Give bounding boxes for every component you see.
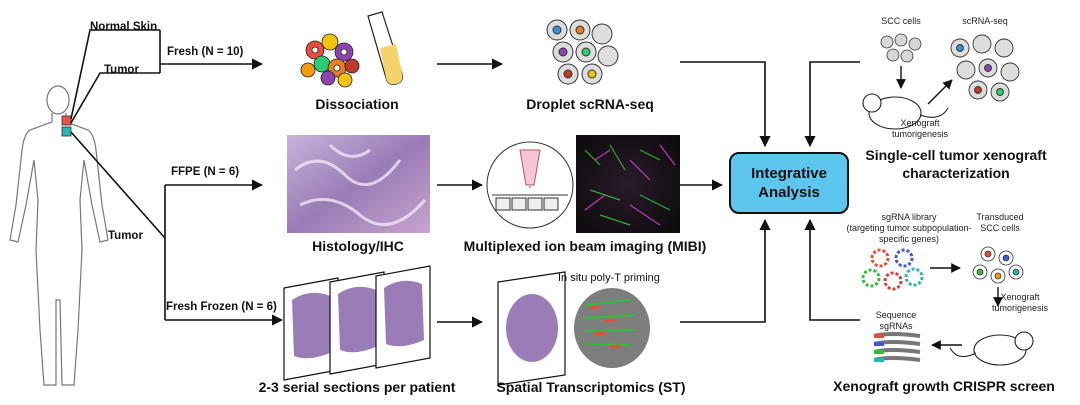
patient-branch-lines (70, 29, 284, 326)
tumor-marker-red (61, 115, 72, 126)
ion-beam-icon (486, 141, 574, 229)
mibi-signal-texture (584, 144, 676, 226)
single-cell-xenograft-title-line-1: Single-cell tumor xenograft (865, 147, 1047, 163)
sgrna-library-icon (861, 248, 924, 291)
xenograft-tumorigenesis-label-top: Xenograft tumorigenesis (892, 118, 948, 140)
spatial-slide-icon (497, 271, 650, 386)
arrow-mouse-to-scrna (927, 79, 953, 105)
xenograft-tumorigenesis-line-2: tumorigenesis (891, 129, 949, 139)
spatial-transcriptomics-title: Spatial Transcriptomics (ST) (496, 379, 686, 395)
transduced-line-1: Transduced (976, 212, 1024, 222)
normal-skin-label: Normal Skin (90, 21, 158, 33)
transduced-cells-label: Transduced SCC cells (976, 212, 1023, 234)
integrative-analysis-box: Integrative Analysis (729, 152, 849, 214)
single-cell-xenograft-title: Single-cell tumor xenograft characteriza… (865, 146, 1046, 182)
mibi-title: Multiplexed ion beam imaging (MIBI) (463, 238, 707, 254)
tumor-label-top: Tumor (104, 64, 139, 76)
histology-texture (294, 143, 427, 227)
dissociated-cells-icon (300, 33, 360, 88)
crispr-tumorigenesis-line-2: tumorigenesis (991, 303, 1049, 313)
ffpe-branch-label: FFPE (N = 6) (171, 166, 240, 178)
serial-sections-icon (283, 265, 431, 381)
crispr-tumorigenesis-line-1: Xenograft (1000, 292, 1040, 302)
insitu-priming-label: In situ poly-T priming (558, 272, 660, 284)
sequence-line-2: sgRNAs (879, 321, 913, 331)
flow-arrows (437, 58, 860, 328)
scc-cells-icon (880, 33, 922, 63)
crispr-screen-title: Xenograft growth CRISPR screen (833, 378, 1055, 394)
test-tube-icon (367, 11, 403, 85)
transduced-cells-icon (972, 246, 1024, 284)
serial-sections-title: 2-3 serial sections per patient (258, 379, 456, 395)
hub-line-1: Integrative (751, 165, 827, 182)
single-cell-xenograft-title-line-2: characterization (902, 165, 1010, 181)
sgrna-library-label: sgRNA library (targeting tumor subpopula… (846, 212, 971, 245)
mouse-icon-2 (949, 331, 1034, 366)
droplet-cells-icon (546, 19, 619, 85)
mibi-image (576, 135, 680, 233)
fresh-frozen-branch-label: Fresh Frozen (N = 6) (166, 301, 277, 313)
tumor-marker-teal (61, 126, 72, 137)
sequence-reads-icon (873, 332, 921, 362)
dissociation-title: Dissociation (315, 96, 399, 112)
human-body-outline-icon (9, 85, 109, 386)
sequence-line-1: Sequence (875, 310, 917, 320)
scrna-droplets-icon (950, 34, 1020, 102)
scc-cells-label: SCC cells (881, 16, 921, 26)
sgrna-library-line-3: specific genes) (878, 234, 940, 244)
sgrna-library-line-1: sgRNA library (881, 212, 937, 222)
xenograft-tumorigenesis-label-bottom: Xenograft tumorigenesis (992, 292, 1048, 314)
hub-line-2: Analysis (758, 184, 820, 201)
xenograft-tumorigenesis-line-1: Xenograft (900, 118, 940, 128)
tumor-label-bottom: Tumor (108, 230, 143, 242)
sgrna-library-line-2: (targeting tumor subpopulation- (846, 223, 972, 233)
fresh-branch-label: Fresh (N = 10) (167, 46, 244, 58)
scrna-seq-label: scRNA-seq (962, 16, 1008, 26)
histology-title: Histology/IHC (312, 238, 404, 254)
mouse-icon (862, 93, 949, 130)
sequence-sgrnas-label: Sequence sgRNAs (876, 310, 917, 332)
droplet-scrna-title: Droplet scRNA-seq (526, 96, 654, 112)
transduced-line-2: SCC cells (980, 223, 1020, 233)
